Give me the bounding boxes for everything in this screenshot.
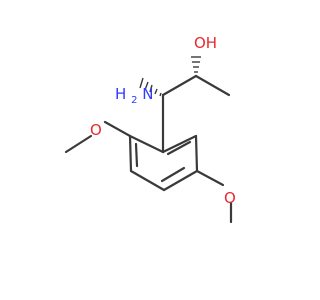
ring-bond-c3-c4 bbox=[129, 169, 166, 192]
atom-label-o-left: O bbox=[90, 121, 102, 139]
ring-double-bond-inner-1 bbox=[134, 142, 139, 168]
bond-c-alpha-to-c-beta bbox=[161, 74, 198, 97]
hashed-wedge-nh2 bbox=[139, 77, 162, 97]
ring-bond-c4-c5 bbox=[162, 169, 199, 192]
ring-double-bond-inner-2 bbox=[160, 166, 186, 183]
atom-label-oh: OH bbox=[194, 34, 217, 52]
ring-bond-c6-c1 bbox=[161, 134, 198, 154]
molecule-diagram: OH H 2 N O O bbox=[64, 34, 236, 224]
hashed-wedge-oh bbox=[191, 56, 201, 73]
atom-label-nh2-h: H bbox=[115, 85, 126, 103]
bond-c-beta-to-methyl bbox=[194, 74, 231, 97]
ring-bond-c2-c3 bbox=[128, 134, 133, 173]
atom-label-nh2-n: N bbox=[142, 85, 153, 103]
atom-label-nh2-sub: 2 bbox=[131, 95, 137, 106]
ring-bond-c5-c6 bbox=[194, 134, 199, 173]
atom-label-o-bottom: O bbox=[224, 189, 236, 207]
bond-ring-to-o-left bbox=[103, 120, 132, 138]
atom-label-nh2: H 2 N bbox=[115, 85, 153, 107]
ring-double-bond-inner-3 bbox=[166, 140, 192, 156]
bond-ring-to-o-bottom bbox=[195, 169, 225, 187]
bond-o-left-to-methyl bbox=[64, 134, 93, 154]
ring-bond-c1-c2 bbox=[128, 134, 165, 154]
